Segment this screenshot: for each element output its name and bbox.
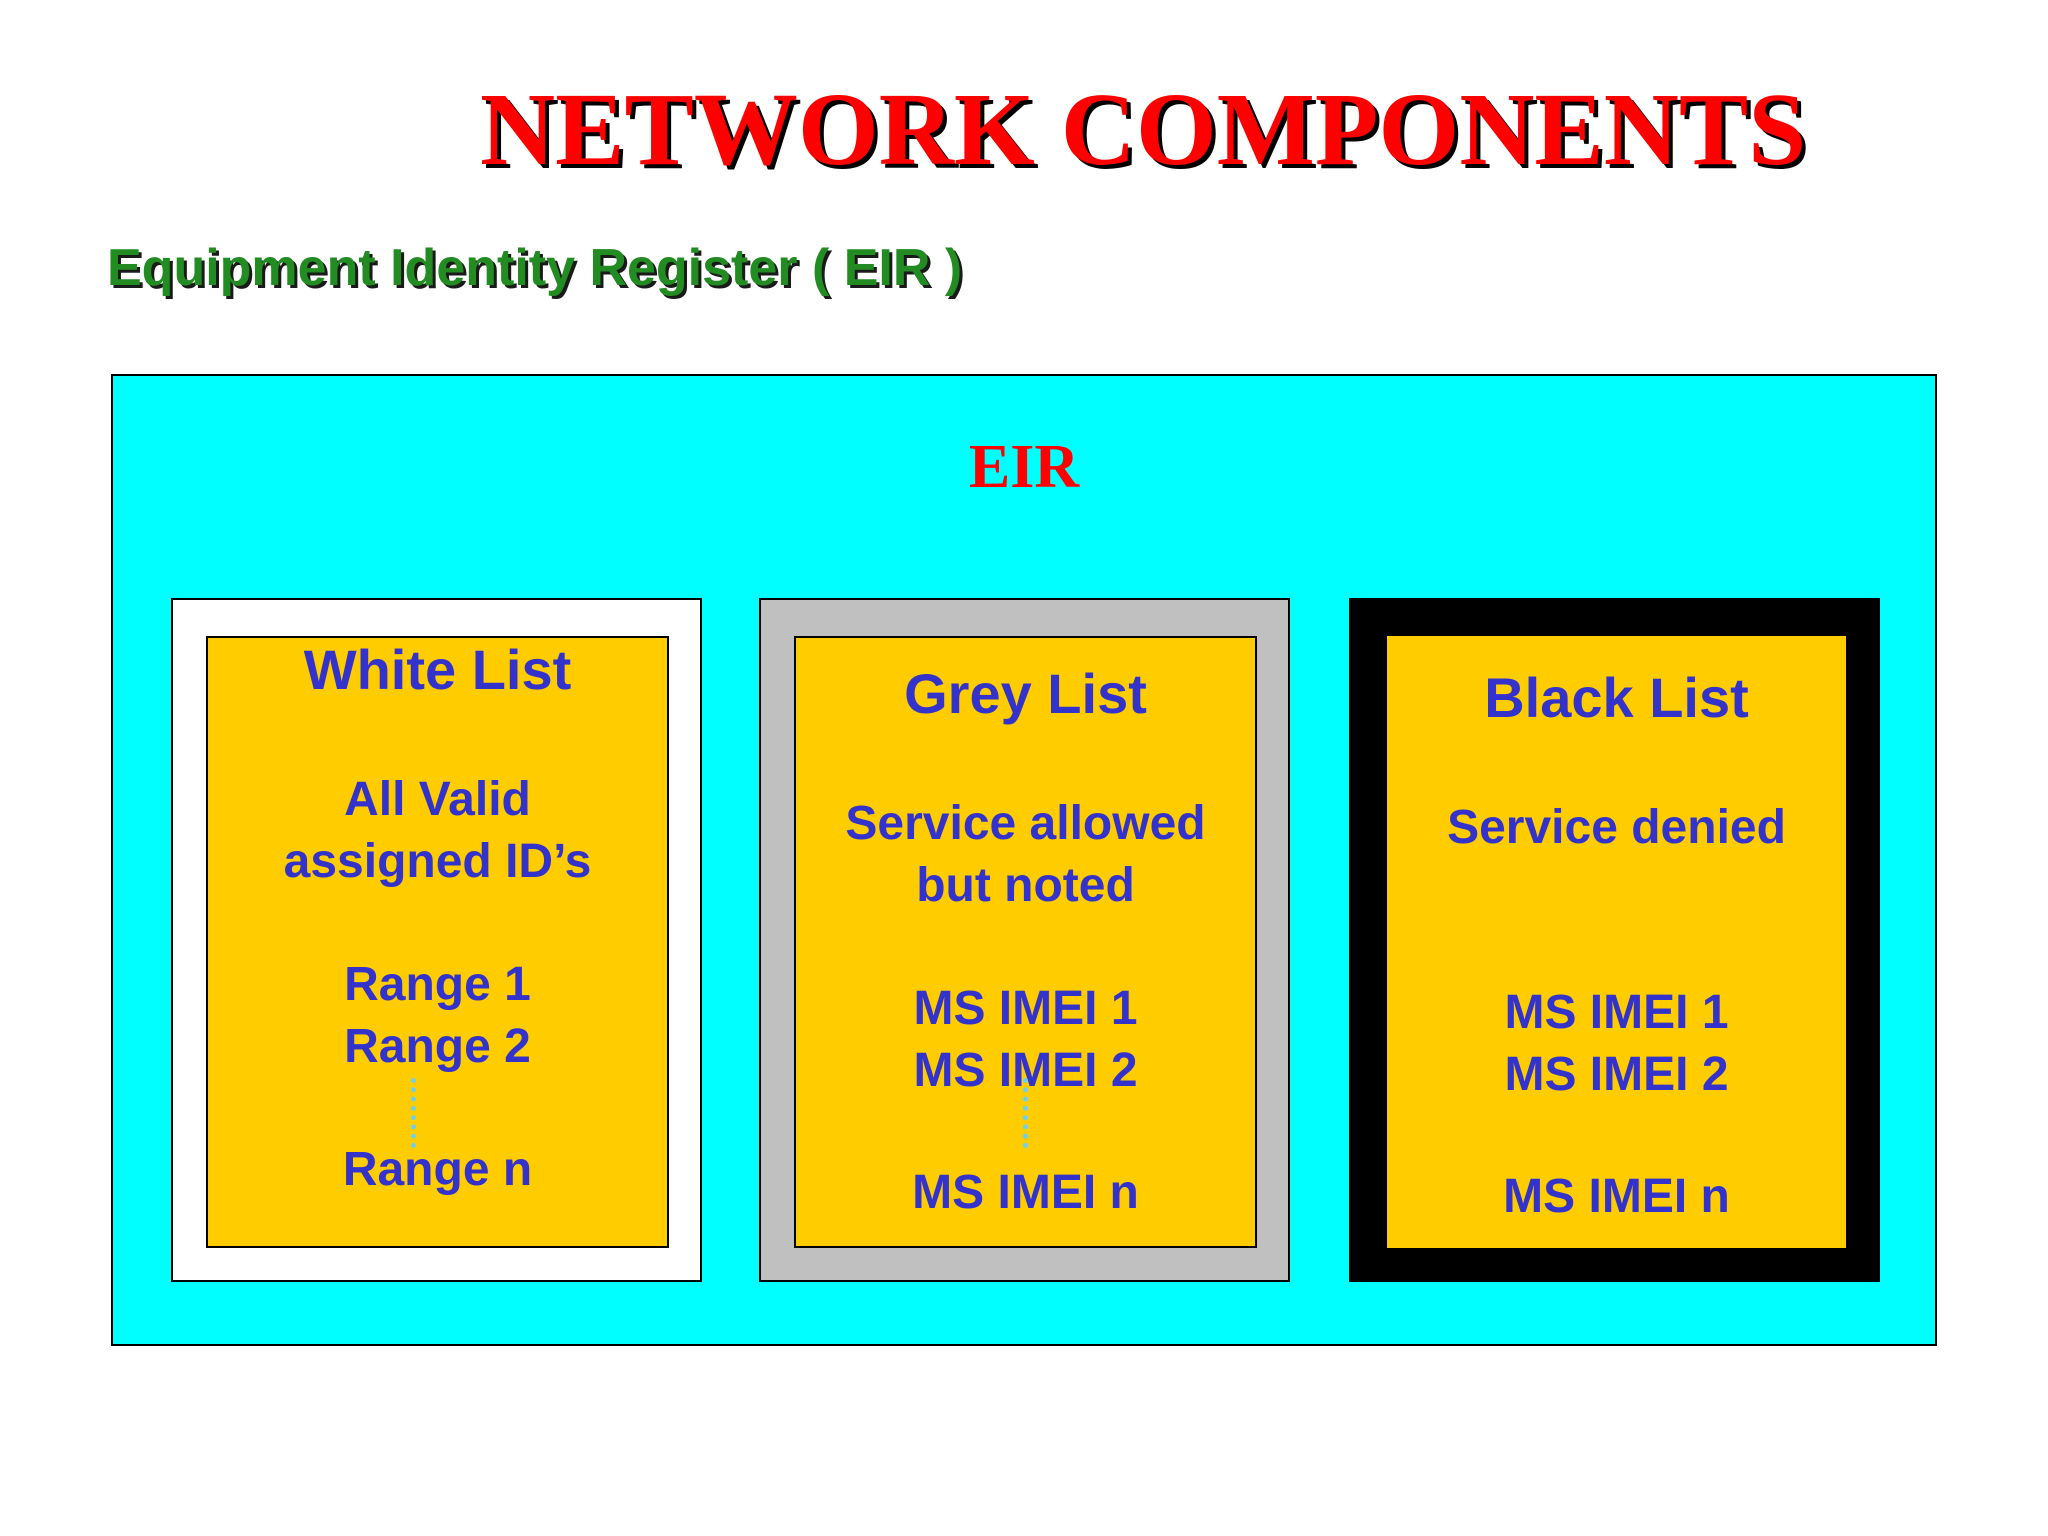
white-list-item-2: Range 2 — [344, 1020, 531, 1073]
page-subtitle: Equipment Identity Register ( EIR ) — [107, 239, 963, 297]
white-list-desc-line1: All Valid — [344, 773, 531, 826]
white-list-title: White List — [303, 638, 572, 701]
white-list-desc-line2: assigned ID’s — [283, 835, 592, 888]
eir-label: EIR — [968, 433, 1080, 501]
grey-list-frame: Grey List Service allowed but noted MS I… — [759, 598, 1290, 1282]
white-list-item-1: Range 1 — [344, 958, 531, 1011]
black-list-item-1: MS IMEI 1 — [1504, 986, 1729, 1039]
white-list-card: White List All Valid assigned ID’s Range… — [206, 636, 669, 1248]
black-list-card: Black List Service denied MS IMEI 1 MS I… — [1387, 636, 1846, 1248]
eir-container: EIR White List All Valid assigned ID’s R… — [111, 374, 1937, 1346]
grey-list-item-n: MS IMEI n — [912, 1166, 1139, 1219]
white-list-item-n: Range n — [342, 1143, 533, 1196]
white-list-frame: White List All Valid assigned ID’s Range… — [171, 598, 702, 1282]
black-list-item-2: MS IMEI 2 — [1504, 1048, 1729, 1101]
page-title: NETWORK COMPONENTS — [480, 72, 1807, 187]
grey-list-desc-line1: Service allowed — [845, 797, 1206, 850]
grey-list-card: Grey List Service allowed but noted MS I… — [794, 636, 1257, 1248]
grey-list-title: Grey List — [904, 662, 1147, 725]
grey-list-ellipsis-dots — [1023, 1078, 1028, 1148]
white-list-ellipsis-dots — [411, 1078, 416, 1148]
black-list-desc-line1: Service denied — [1447, 801, 1786, 854]
grey-list-desc-line2: but noted — [916, 859, 1135, 912]
black-list-item-n: MS IMEI n — [1503, 1170, 1730, 1223]
black-list-title: Black List — [1484, 666, 1749, 729]
grey-list-item-1: MS IMEI 1 — [913, 982, 1138, 1035]
black-list-frame: Black List Service denied MS IMEI 1 MS I… — [1349, 598, 1880, 1282]
